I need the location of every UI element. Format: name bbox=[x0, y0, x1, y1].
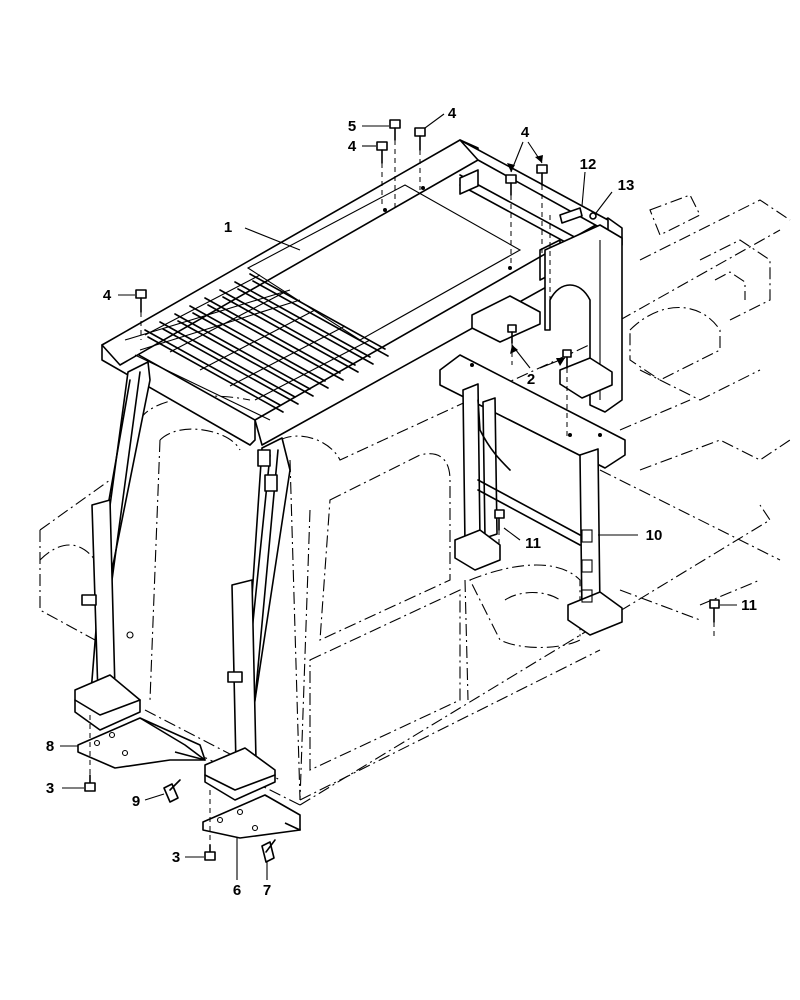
bolt-4b bbox=[376, 141, 388, 164]
callout-4a: 4 bbox=[103, 287, 112, 304]
callout-11a: 11 bbox=[525, 535, 541, 552]
callout-1: 1 bbox=[224, 219, 232, 236]
bolt-7 bbox=[261, 839, 276, 863]
bolt-2a bbox=[507, 324, 517, 344]
callout-12: 12 bbox=[580, 156, 597, 173]
bolt-2b bbox=[562, 349, 572, 369]
bolt-4d bbox=[536, 164, 548, 186]
floor-plate-left bbox=[77, 717, 206, 769]
callout-3b: 3 bbox=[172, 849, 180, 866]
callout-9: 9 bbox=[132, 793, 140, 810]
callout-7: 7 bbox=[263, 882, 271, 899]
callout-4d: 4 bbox=[521, 124, 530, 141]
floor-plate-right bbox=[202, 794, 301, 839]
callout-8: 8 bbox=[46, 738, 54, 755]
leader-arrowheads bbox=[507, 155, 565, 366]
callout-3a: 3 bbox=[46, 780, 54, 797]
callout-2: 2 bbox=[527, 371, 535, 388]
fastener-bolts bbox=[84, 119, 720, 863]
callout-6: 6 bbox=[233, 882, 241, 899]
bolt-9 bbox=[163, 779, 181, 803]
callout-5: 5 bbox=[348, 118, 356, 135]
bolt-4c bbox=[505, 174, 517, 196]
callout-4c: 4 bbox=[448, 105, 457, 122]
callout-13: 13 bbox=[618, 177, 635, 194]
decal-12 bbox=[559, 207, 583, 224]
bolt-5 bbox=[389, 119, 401, 141]
bolt-11a bbox=[494, 509, 505, 531]
right-front-post bbox=[204, 437, 291, 801]
bolt-4a bbox=[414, 127, 426, 151]
alignment-lines bbox=[89, 140, 715, 845]
callout-11b: 11 bbox=[741, 597, 757, 614]
rear-upright bbox=[471, 224, 623, 413]
roof-guard-grid bbox=[124, 273, 389, 421]
bolt-3b bbox=[204, 844, 216, 861]
screw-13 bbox=[589, 212, 597, 220]
roof-guard-frame bbox=[101, 139, 623, 446]
bolt-3a bbox=[84, 774, 96, 792]
callout-10: 10 bbox=[646, 527, 663, 544]
left-front-post bbox=[74, 361, 151, 731]
rear-support-bracket bbox=[439, 354, 626, 636]
bolt-11b bbox=[709, 599, 720, 623]
callout-4b: 4 bbox=[348, 138, 357, 155]
bolt-4e bbox=[135, 289, 147, 313]
callouts: 1 2 3 3 4 4 4 4 5 6 7 8 bbox=[46, 105, 757, 899]
